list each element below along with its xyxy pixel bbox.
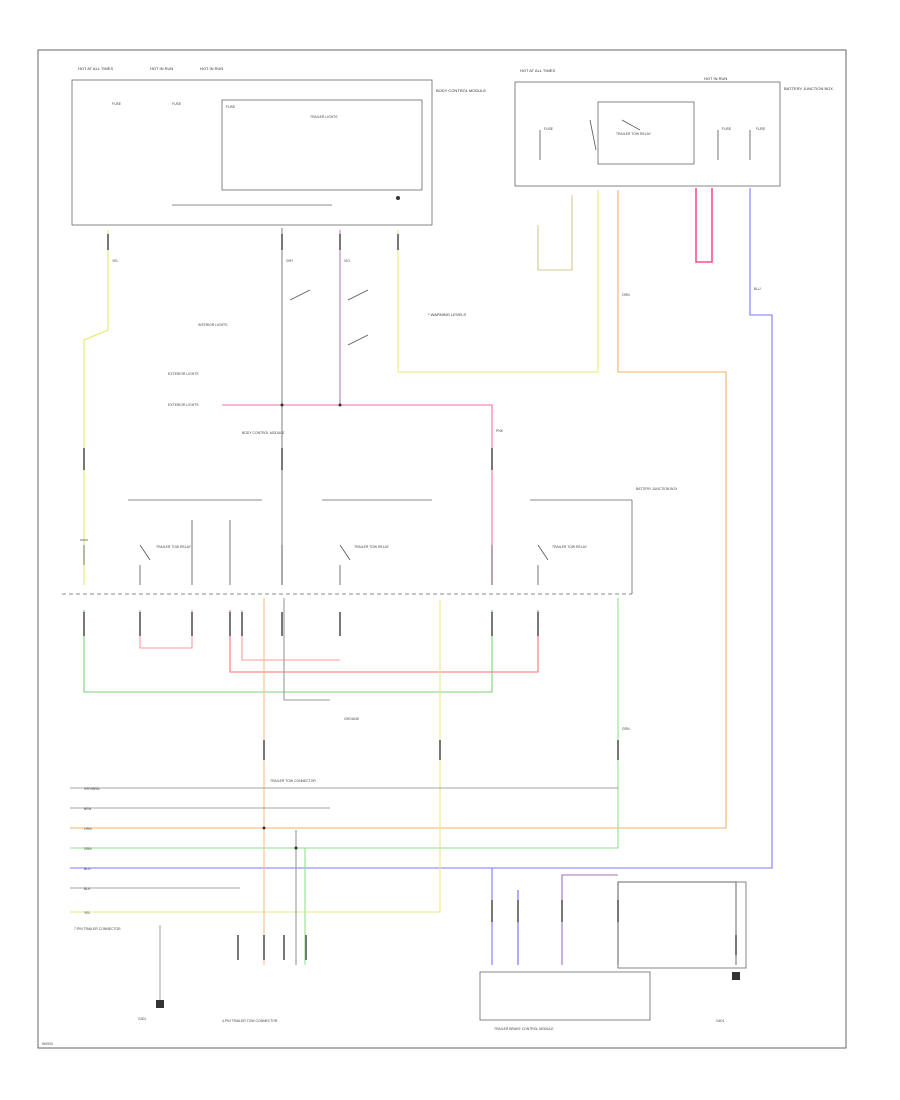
labels: HOT AT ALL TIMES HOT IN RUN HOT IN RUN H… [42, 66, 833, 1046]
label-relay: TRAILER TOW RELAY [616, 132, 652, 136]
wire-label: ORN [622, 293, 630, 297]
wire-red-3 [241, 610, 340, 661]
pin-markers [83, 234, 737, 960]
pin-row-label: YEL [84, 911, 91, 915]
wire-tan-short [537, 195, 573, 271]
wire-label: YEL [112, 259, 119, 263]
wire-dark-lower [617, 881, 737, 965]
label-bcm: BODY CONTROL MODULE [436, 88, 486, 93]
fuse-a: FUSE [112, 102, 122, 106]
pin-row-label: ORN [84, 827, 92, 831]
wire-label: GRN [622, 727, 630, 731]
wire-label: GRY [286, 259, 294, 263]
label-hot-3: HOT IN RUN [200, 66, 223, 71]
label-hot-4: HOT AT ALL TIMES [520, 68, 555, 73]
pin-row-label: GRN [84, 847, 92, 851]
label-bjb: BATTERY JUNCTION BOX [784, 86, 833, 91]
label-exterior-1: EXTERIOR LIGHTS [168, 372, 199, 376]
wire-gray-lower [283, 598, 330, 701]
ground-symbol-right [732, 972, 740, 980]
wire-orange-right [70, 190, 727, 829]
label-relay-1: TRAILER TOW RELAY [156, 545, 192, 549]
wire-green-left [83, 610, 493, 693]
wire-purple-lower [561, 874, 618, 965]
label-hot-5: HOT IN RUN [704, 76, 727, 81]
wire-label: PNK [496, 429, 504, 433]
label-hot-2: HOT IN RUN [150, 66, 173, 71]
pin-row-label: BRN [84, 807, 92, 811]
pin-row-label: BLU [84, 867, 91, 871]
ground-symbols [156, 196, 740, 1008]
pin-row-label: GRY/BRN [84, 787, 100, 791]
wire-yellow-right [70, 600, 441, 913]
bjb-top-left-box [71, 79, 433, 226]
page-id: W0003 [42, 1042, 53, 1046]
top-right-box [514, 81, 781, 187]
wire-color-labels: GRY YEL VIO ORN BLU GRN PNK [112, 259, 761, 731]
fuse-b: FUSE [172, 102, 182, 106]
wire-label: VIO [344, 259, 350, 263]
label-trailer-lights: TRAILER LIGHTS [310, 115, 338, 119]
wire-red-2 [229, 610, 539, 673]
label-bjb-right: BATTERY JUNCTION BOX [636, 487, 678, 491]
relay-symbols [80, 119, 751, 585]
label-exterior-2: EXTERIOR LIGHTS [168, 403, 199, 407]
pin-row-label: BLK [84, 887, 91, 891]
label-hot-1: HOT AT ALL TIMES [78, 66, 113, 71]
label-bcm-2: BODY CONTROL MODULE [242, 431, 285, 435]
fuse-c: FUSE [226, 105, 236, 109]
label-g401: G401 [716, 1019, 724, 1023]
wire-yellow-module [397, 190, 599, 373]
relay-center-box [597, 101, 695, 165]
wire-green-right [70, 598, 619, 849]
wire-label: BLU [754, 287, 761, 291]
ground-symbol-left [156, 1000, 164, 1008]
right-lower-box [617, 881, 747, 969]
label-7pin: 7-PIN TRAILER CONNECTOR [74, 927, 121, 931]
wire-pink-horizontal [222, 404, 493, 585]
components [62, 79, 781, 1021]
pin-rows: GRY/BRN BRN ORN GRN BLU BLK YEL [84, 787, 100, 915]
label-interior-lights: INTERIOR LIGHTS [198, 323, 228, 327]
trailer-module-box [479, 971, 651, 1021]
wire-blue-right [70, 188, 773, 869]
wire-yellow-left [83, 230, 109, 585]
inner-module-box [221, 99, 423, 191]
label-trailer-tow-connector: TRAILER TOW CONNECTOR [270, 779, 316, 783]
splice-dot [396, 196, 400, 200]
note-warning: * WARNING LEVELS [428, 312, 466, 317]
fuse-d: FUSE [544, 127, 554, 131]
label-tbcm: TRAILER BRAKE CONTROL MODULE [494, 1027, 554, 1031]
fuse-e: FUSE [722, 127, 732, 131]
wire-pink-loop [695, 188, 713, 263]
label-ground: GROUND [344, 717, 360, 721]
diagram-border [37, 49, 847, 1049]
wire-red-1 [139, 610, 193, 649]
label-relay-3: TRAILER TOW RELAY [552, 545, 588, 549]
label-relay-2: TRAILER TOW RELAY [354, 545, 390, 549]
fuse-f: FUSE [756, 127, 766, 131]
label-4pin: 4-PIN TRAILER TOW CONNECTOR [222, 1019, 278, 1023]
label-g301: G301 [138, 1017, 146, 1021]
